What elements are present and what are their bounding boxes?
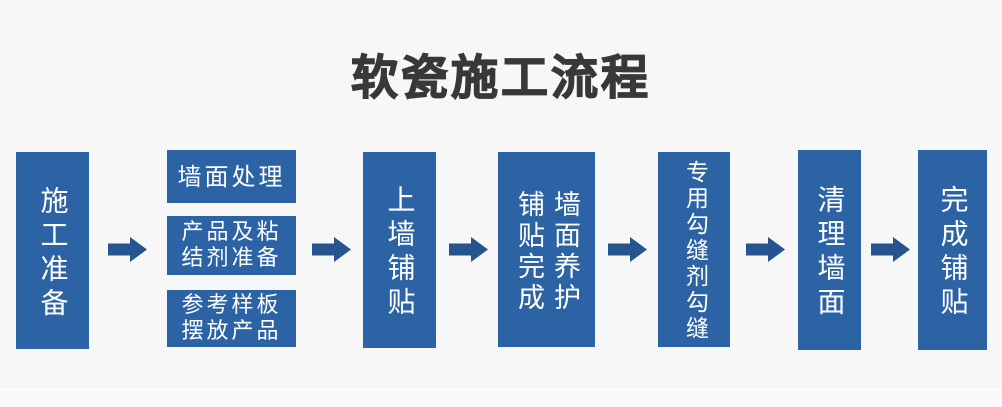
step-label: 完成铺贴 [936, 185, 970, 321]
step-label: 施工准备 [36, 185, 70, 322]
flow-arrow-icon [449, 237, 488, 262]
step-label-line: 参考样板 [181, 292, 282, 318]
flow-arrow-icon [108, 237, 147, 262]
step-label: 清理墙面 [813, 185, 847, 321]
step-label-left-column: 铺贴完成 [513, 189, 544, 314]
flow-arrow-icon [312, 237, 351, 262]
flow-arrow-icon [608, 237, 647, 262]
step-label: 上墙铺贴 [383, 185, 417, 321]
step-clean-wall-surface: 清理墙面 [798, 150, 861, 350]
step-paving-complete-wall-curing: 铺贴完成 墙面养护 [498, 152, 595, 347]
step-reference-sample-layout: 参考样板 摆放产品 [167, 290, 296, 347]
step-wall-surface-treatment: 墙面处理 [167, 150, 296, 203]
step-label-line: 结剂准备 [181, 245, 282, 271]
step-label-right-column: 墙面养护 [549, 189, 580, 314]
step-wall-paving: 上墙铺贴 [363, 152, 436, 348]
step-label: 专用勾缝剂勾缝 [681, 160, 708, 342]
step-special-grout-jointing: 专用勾缝剂勾缝 [658, 152, 730, 347]
page-title: 软瓷施工流程 [350, 51, 651, 106]
step-product-adhesive-preparation: 产品及粘 结剂准备 [167, 216, 296, 275]
step-label-line: 摆放产品 [181, 318, 282, 344]
step-label: 墙面处理 [177, 162, 286, 191]
step-construction-preparation: 施工准备 [16, 152, 89, 349]
flow-arrow-icon [871, 237, 910, 262]
bottom-strip [0, 386, 1002, 407]
step-paving-finished: 完成铺贴 [918, 150, 987, 350]
flow-arrow-icon [746, 237, 785, 262]
step-label-line: 产品及粘 [181, 219, 282, 245]
